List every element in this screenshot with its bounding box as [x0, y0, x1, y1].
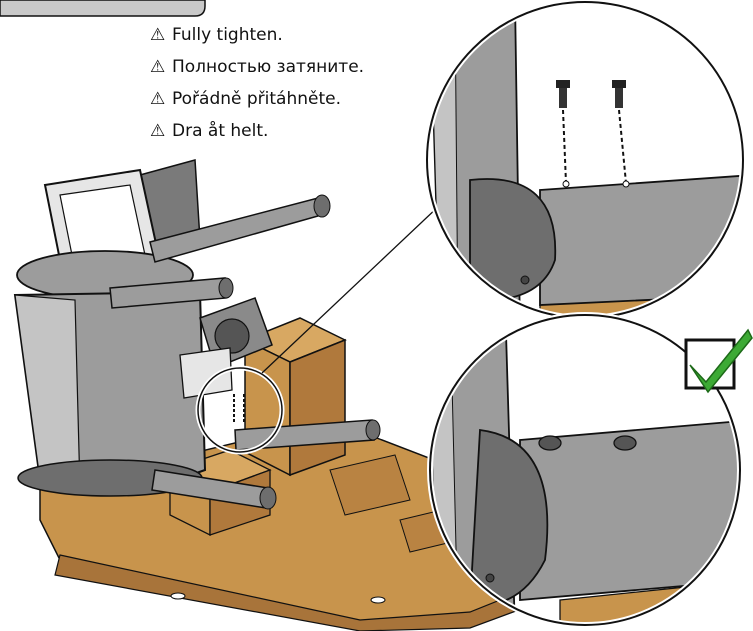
checkmark-icon	[684, 328, 753, 394]
foot-bar-end	[259, 486, 277, 510]
cardboard-hole	[170, 592, 186, 600]
cardboard-slot	[329, 454, 411, 516]
bolt-head-tightened	[613, 435, 637, 451]
zoom-bracket-bolt	[485, 573, 495, 583]
checkmark-tick	[689, 328, 753, 394]
handle-bar-end	[313, 194, 331, 218]
instruction-list: ⚠ Fully tighten. ⚠ Полностью затяните. ⚠…	[150, 25, 364, 141]
instruction-text-cs: Pořádně přitáhněte.	[172, 89, 341, 109]
detail-callout-source	[195, 204, 441, 455]
zoom-detail-before	[424, 0, 746, 321]
bolt-icon	[612, 80, 630, 188]
foot-bar-end	[365, 419, 381, 441]
bolt-icon	[556, 80, 570, 188]
instruction-warning-icon: ⚠	[150, 121, 165, 141]
instruction-text-sv: Dra åt helt.	[172, 120, 268, 141]
machine-side-panel	[179, 347, 233, 399]
zoom-circle-after-outline	[429, 314, 741, 626]
callout-leader-line	[261, 204, 441, 374]
instruction-warning-icon: ⚠	[150, 57, 165, 77]
machine-cylinder-shade	[14, 294, 81, 491]
handle-bars	[109, 194, 381, 510]
machine-body	[13, 159, 273, 497]
detail-circle-small-outline	[197, 367, 283, 453]
instruction-warning-icon: ⚠	[150, 89, 165, 109]
zoom-bracket-bolt	[520, 275, 530, 285]
instruction-warning-icon: ⚠	[150, 25, 165, 45]
handle-bar-end	[218, 277, 234, 299]
instruction-text-en: Fully tighten.	[172, 25, 283, 45]
cardboard-hole	[370, 596, 386, 604]
cardboard-block-side	[289, 338, 346, 477]
zoom-detail-after	[427, 312, 743, 628]
instruction-text-ru: Полностью затяните.	[172, 57, 364, 77]
bolt-head-tightened	[538, 435, 562, 451]
step-tab	[0, 0, 206, 17]
fan-icon	[214, 318, 250, 354]
